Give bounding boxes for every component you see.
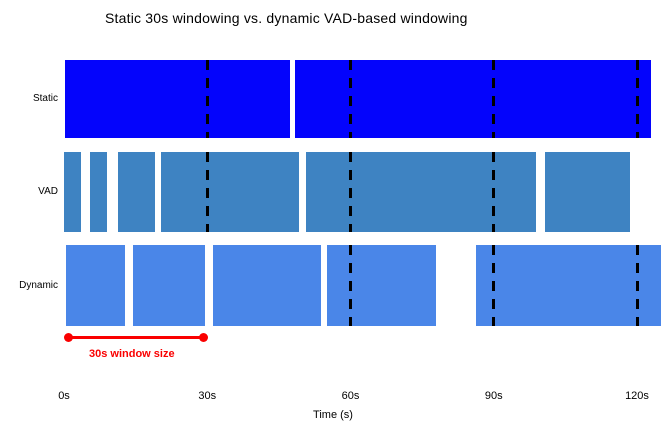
window-size-label: 30s window size bbox=[89, 348, 175, 360]
arrow-left-endpoint-icon bbox=[63, 333, 73, 342]
chart-title: Static 30s windowing vs. dynamic VAD-bas… bbox=[105, 10, 468, 26]
x-tick-label: 60s bbox=[341, 390, 360, 402]
window-boundary-line bbox=[492, 245, 496, 326]
x-tick-label: 30s bbox=[198, 390, 217, 402]
bar-segment-vad-speech-segments bbox=[306, 152, 536, 232]
row-label-static-30s-windows: Static bbox=[32, 93, 58, 104]
bar-segment-vad-speech-segments bbox=[118, 152, 156, 232]
window-size-arrow bbox=[67, 336, 204, 339]
window-boundary-line bbox=[349, 245, 352, 326]
window-boundary-line bbox=[635, 60, 639, 138]
arrow-right-endpoint-icon bbox=[198, 333, 208, 342]
bar-segment-dynamic-windows bbox=[65, 245, 126, 326]
bar-segment-dynamic-windows bbox=[213, 245, 321, 326]
bar-segment-vad-speech-segments bbox=[160, 152, 299, 232]
x-tick-label: 120s bbox=[625, 390, 649, 402]
bar-segment-vad-speech-segments bbox=[544, 152, 630, 232]
row-label-vad-speech-segments: VAD bbox=[38, 186, 58, 197]
bar-segment-vad-speech-segments bbox=[64, 152, 82, 232]
bar-segment-static-30s-windows bbox=[65, 60, 290, 138]
x-tick-label: 90s bbox=[484, 390, 503, 402]
bar-segment-static-30s-windows bbox=[295, 60, 651, 138]
window-boundary-line bbox=[205, 152, 209, 232]
bar-segment-dynamic-windows bbox=[133, 245, 205, 326]
window-boundary-line bbox=[635, 245, 639, 326]
window-boundary-line bbox=[492, 152, 496, 232]
row-label-dynamic-windows: Dynamic bbox=[19, 279, 58, 291]
window-boundary-line bbox=[349, 152, 352, 232]
x-axis-title: Time (s) bbox=[313, 409, 353, 421]
window-boundary-line bbox=[205, 60, 209, 138]
window-boundary-line bbox=[349, 60, 352, 138]
window-boundary-line bbox=[492, 60, 496, 138]
bar-segment-dynamic-windows bbox=[327, 245, 436, 326]
bar-segment-vad-speech-segments bbox=[89, 152, 107, 232]
bar-segment-dynamic-windows bbox=[476, 245, 661, 326]
x-tick-label: 0s bbox=[58, 390, 70, 402]
